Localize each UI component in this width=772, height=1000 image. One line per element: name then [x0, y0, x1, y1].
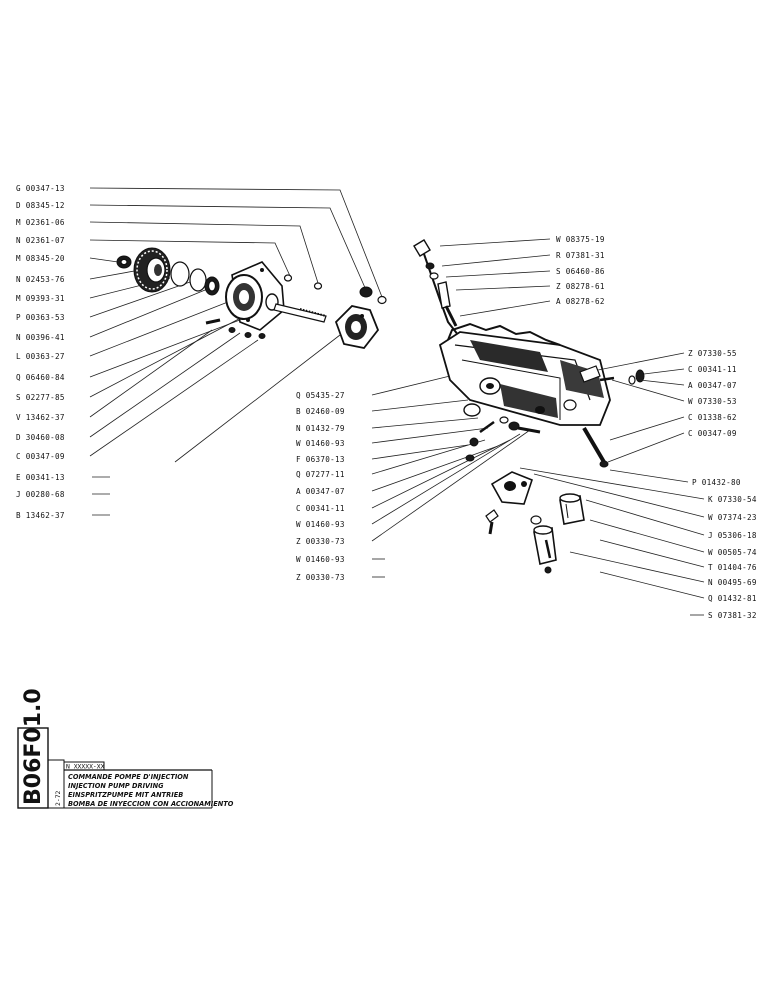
top-right-leader-lines [439, 238, 551, 317]
filter-assembly-part [485, 471, 585, 574]
right-bottom-labels: P 01432-80 K 07330-54 W 07374-23 J 05306… [692, 478, 757, 620]
part-label: C 00341-11 [688, 365, 737, 374]
coupling-part [334, 305, 380, 349]
right-mid-leader-lines [597, 352, 685, 463]
part-label: W 01460-93 [296, 520, 345, 529]
part-label: D 08345-12 [16, 201, 65, 210]
part-label: A 08278-62 [556, 297, 605, 306]
drive-housing-part [225, 261, 285, 331]
part-label: B 02460-09 [296, 407, 345, 416]
part-label: J 00280-68 [16, 490, 65, 499]
part-label: J 05306-18 [708, 531, 757, 540]
drive-shaft-part [265, 293, 327, 323]
part-label: C 00347-09 [688, 429, 737, 438]
part-label: S 06460-86 [556, 267, 605, 276]
part-label: B 13462-37 [16, 511, 65, 520]
top-right-labels: W 08375-19 R 07381-31 S 06460-86 Z 08278… [556, 235, 605, 306]
part-label: N 02453-76 [16, 275, 65, 284]
part-label: Q 01432-81 [708, 594, 757, 603]
part-label: Z 08278-61 [556, 282, 605, 291]
part-label: M 08345-20 [16, 254, 65, 263]
washer-part [189, 268, 207, 292]
part-label: P 00363-53 [16, 313, 65, 322]
part-label: N 01432-79 [296, 424, 345, 433]
part-label: N 00495-69 [708, 578, 757, 587]
part-label: T 01404-76 [708, 563, 757, 572]
filter-bowl-part [533, 525, 557, 565]
title-block: B06F01.0 2-72 N XXXXX-XX COMMANDE POMPE … [17, 688, 234, 809]
part-label: F 06370-13 [296, 455, 345, 464]
part-label: W 08375-19 [556, 235, 605, 244]
right-mid-labels: Z 07330-55 C 00341-11 A 00347-07 W 07330… [688, 349, 737, 438]
part-label: L 00363-27 [16, 352, 65, 361]
middle-labels: Q 05435-27 B 02460-09 N 01432-79 W 01460… [296, 391, 345, 582]
part-label: Q 05435-27 [296, 391, 345, 400]
part-label: M 02361-06 [16, 218, 65, 227]
part-label: Z 00330-73 [296, 573, 345, 582]
part-label: K 07330-54 [708, 495, 757, 504]
part-label: D 30460-08 [16, 433, 65, 442]
title-spanish: BOMBA DE INYECCION CON ACCIONAMIENTO [68, 800, 234, 808]
title-english: INJECTION PUMP DRIVING [68, 782, 164, 790]
part-label: Z 07330-55 [688, 349, 737, 358]
middle-leader-lines [371, 375, 531, 578]
title-german: EINSPRITZPUMPE MIT ANTRIEB [68, 791, 183, 799]
drawing-code: B06F01.0 [21, 688, 46, 805]
gear-part [133, 247, 171, 293]
left-labels: G 00347-13 D 08345-12 M 02361-06 N 02361… [16, 184, 65, 520]
delivery-valve-fitting [413, 239, 463, 341]
part-label: C 01338-62 [688, 413, 737, 422]
part-label: S 02277-85 [16, 393, 65, 402]
injection-pump-part [413, 239, 645, 468]
title-french: COMMANDE POMPE D'INJECTION [68, 773, 189, 781]
part-label: C 00347-09 [16, 452, 65, 461]
part-label: W 01460-93 [296, 439, 345, 448]
part-label: A 00347-07 [688, 381, 737, 390]
part-label: M 09393-31 [16, 294, 65, 303]
part-label: W 07374-23 [708, 513, 757, 522]
pin-part [205, 318, 221, 325]
part-label: A 00347-07 [296, 487, 345, 496]
part-label: W 01460-93 [296, 555, 345, 564]
part-label: S 07381-32 [708, 611, 757, 620]
part-label: Q 06460-84 [16, 373, 65, 382]
part-label: N 02361-07 [16, 236, 65, 245]
washer-part [170, 261, 190, 287]
part-label: G 00347-13 [16, 184, 65, 193]
reference-number: N XXXXX-XX [66, 763, 105, 771]
part-label: C 00341-11 [296, 504, 345, 513]
part-label: Q 07277-11 [296, 470, 345, 479]
filter-cartridge-part [559, 493, 585, 525]
part-label: V 13462-37 [16, 413, 65, 422]
part-label: P 01432-80 [692, 478, 741, 487]
part-label: Z 00330-73 [296, 537, 345, 546]
right-bottom-leader-lines [519, 467, 705, 616]
drive-gear-assembly [116, 247, 387, 349]
part-label: W 07330-53 [688, 397, 737, 406]
part-label: W 00505-74 [708, 548, 757, 557]
part-label: E 00341-13 [16, 473, 65, 482]
left-leader-lines [89, 187, 383, 516]
page-number: 2-72 [54, 790, 62, 806]
part-label: N 00396-41 [16, 333, 65, 342]
part-label: R 07381-31 [556, 251, 605, 260]
